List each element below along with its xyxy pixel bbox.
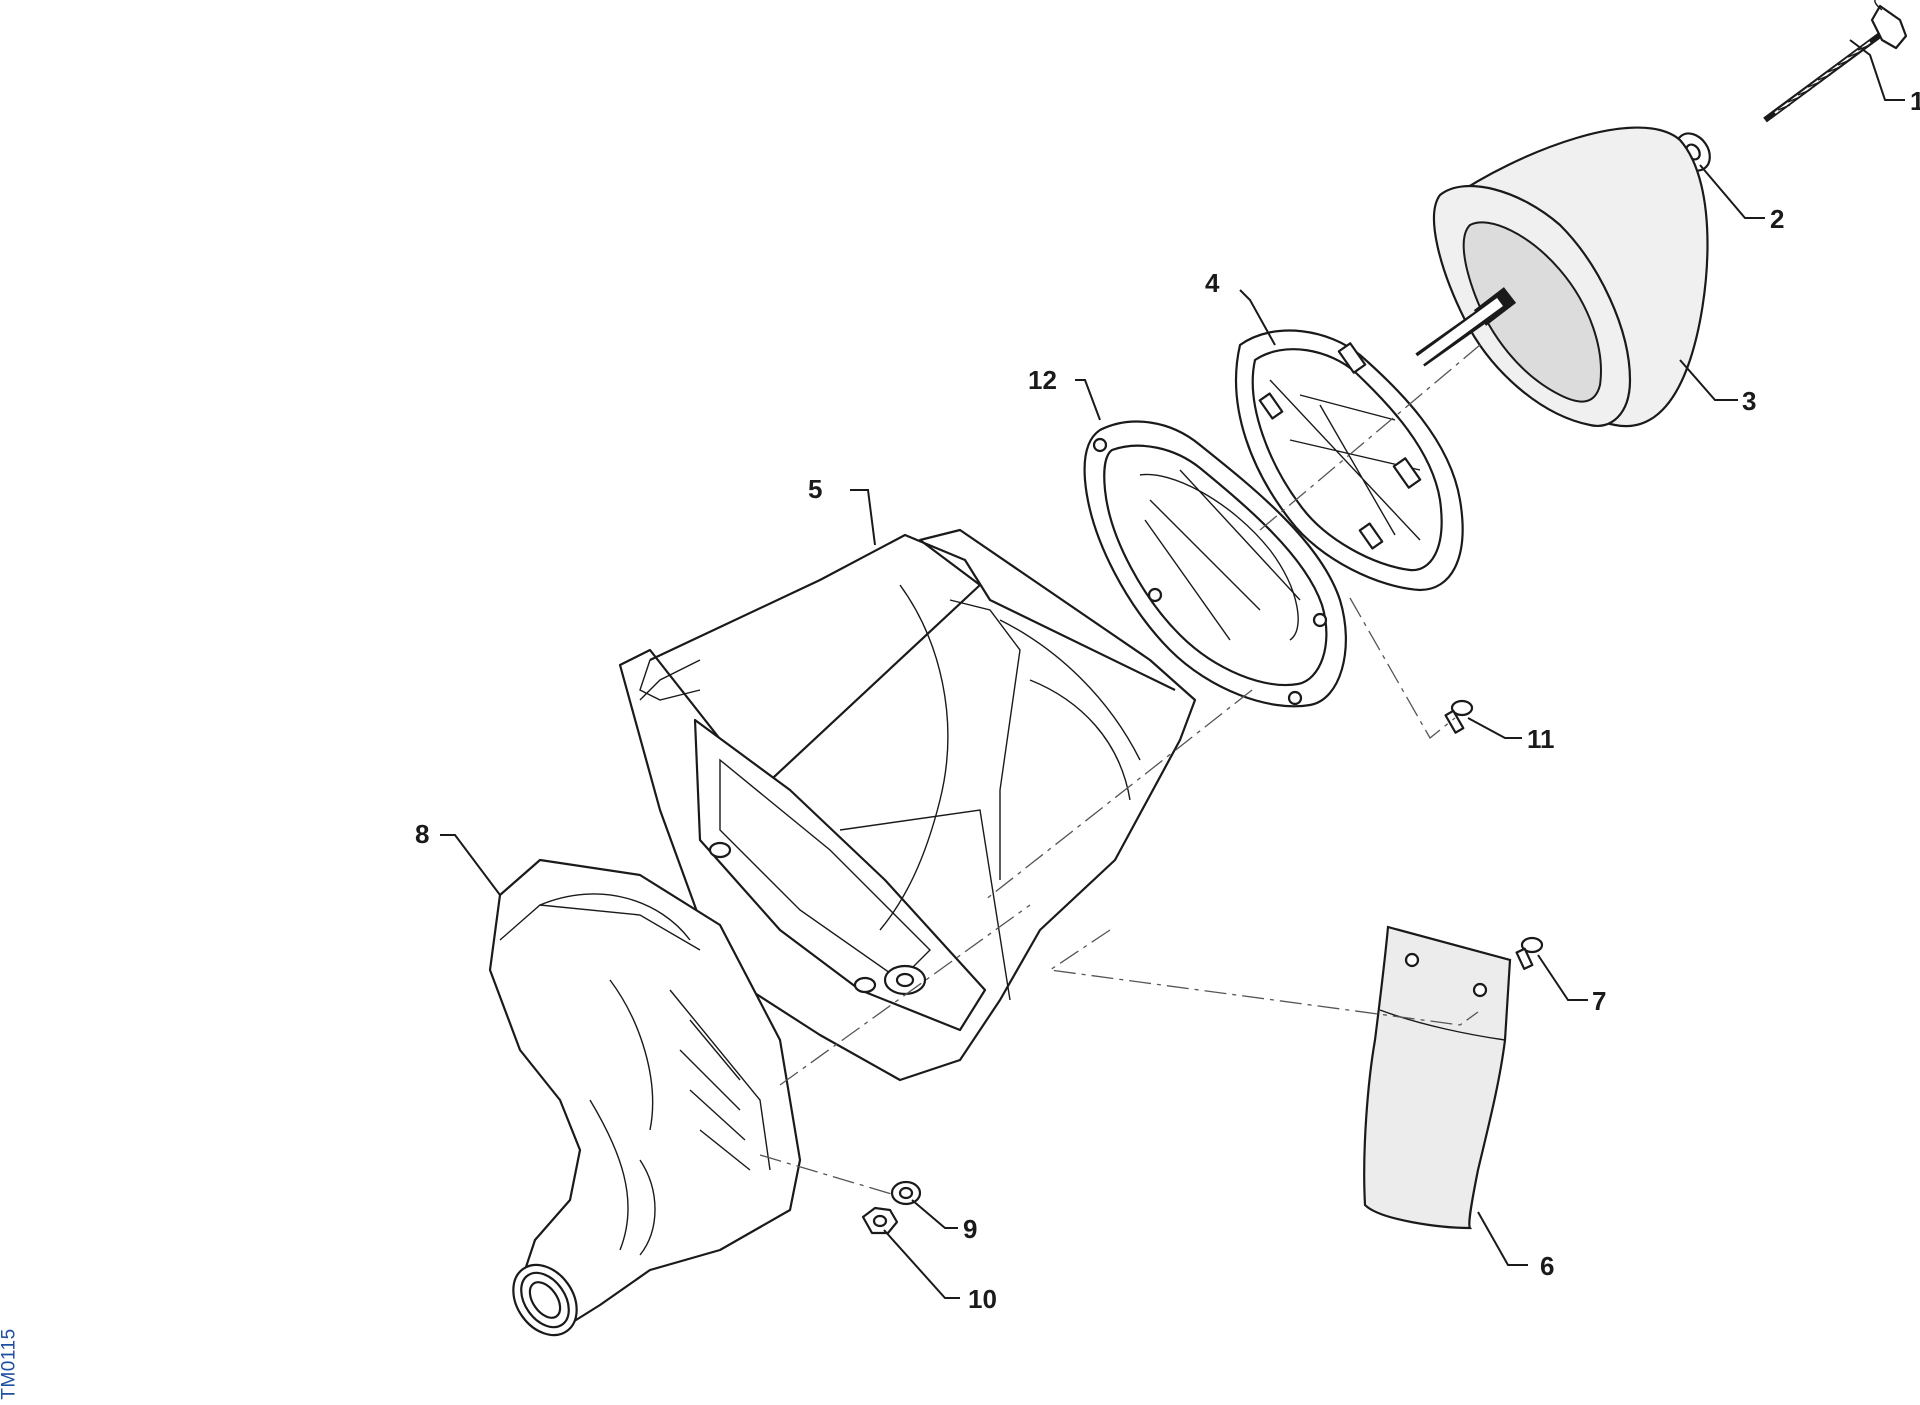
callout-labels: 1 2 3 4 5 6 7 8 9 10 11 12	[415, 86, 1920, 1314]
leader-8	[440, 834, 501, 896]
leader-7	[1537, 954, 1588, 1001]
leader-5	[850, 489, 876, 546]
part-1-wing-bolt	[1763, 0, 1908, 123]
callout-11: 11	[1527, 724, 1555, 754]
part-12-gasket	[1083, 420, 1347, 708]
callout-4: 4	[1205, 268, 1220, 298]
part-11-screw	[1444, 699, 1474, 734]
callout-1: 1	[1910, 86, 1920, 116]
leader-12	[1075, 379, 1101, 421]
leader-lines	[440, 39, 1905, 1299]
callout-10: 10	[968, 1284, 997, 1314]
leader-2	[1699, 164, 1765, 219]
part-5-airbox	[618, 528, 1197, 1082]
leader-3	[1679, 359, 1738, 401]
callout-9: 9	[963, 1214, 977, 1244]
leader-11	[1467, 717, 1522, 739]
part-8-intake-duct	[488, 858, 802, 1337]
drawing-code-text: TM0115	[0, 1328, 20, 1400]
leader-1	[1849, 39, 1905, 101]
callout-8: 8	[415, 819, 429, 849]
leader-9	[911, 1199, 958, 1229]
callout-7: 7	[1592, 986, 1606, 1016]
callout-5: 5	[808, 474, 822, 504]
part-6-mud-guard	[1363, 925, 1512, 1230]
part-7-screw	[1515, 936, 1544, 970]
drawing-code-label: TM0115	[0, 1325, 26, 1405]
callout-2: 2	[1770, 204, 1784, 234]
leader-6	[1477, 1211, 1528, 1266]
part-10-nut	[861, 1206, 899, 1235]
part-9-washer	[890, 1180, 922, 1206]
leader-10	[883, 1229, 960, 1299]
assembly-lines	[759, 344, 1481, 1196]
callout-12: 12	[1028, 365, 1057, 395]
part-3-foam-filter	[1415, 126, 1709, 428]
callout-3: 3	[1742, 386, 1756, 416]
part-4-filter-cage	[1235, 329, 1464, 592]
callout-6: 6	[1540, 1251, 1554, 1281]
leader-4	[1239, 289, 1276, 346]
